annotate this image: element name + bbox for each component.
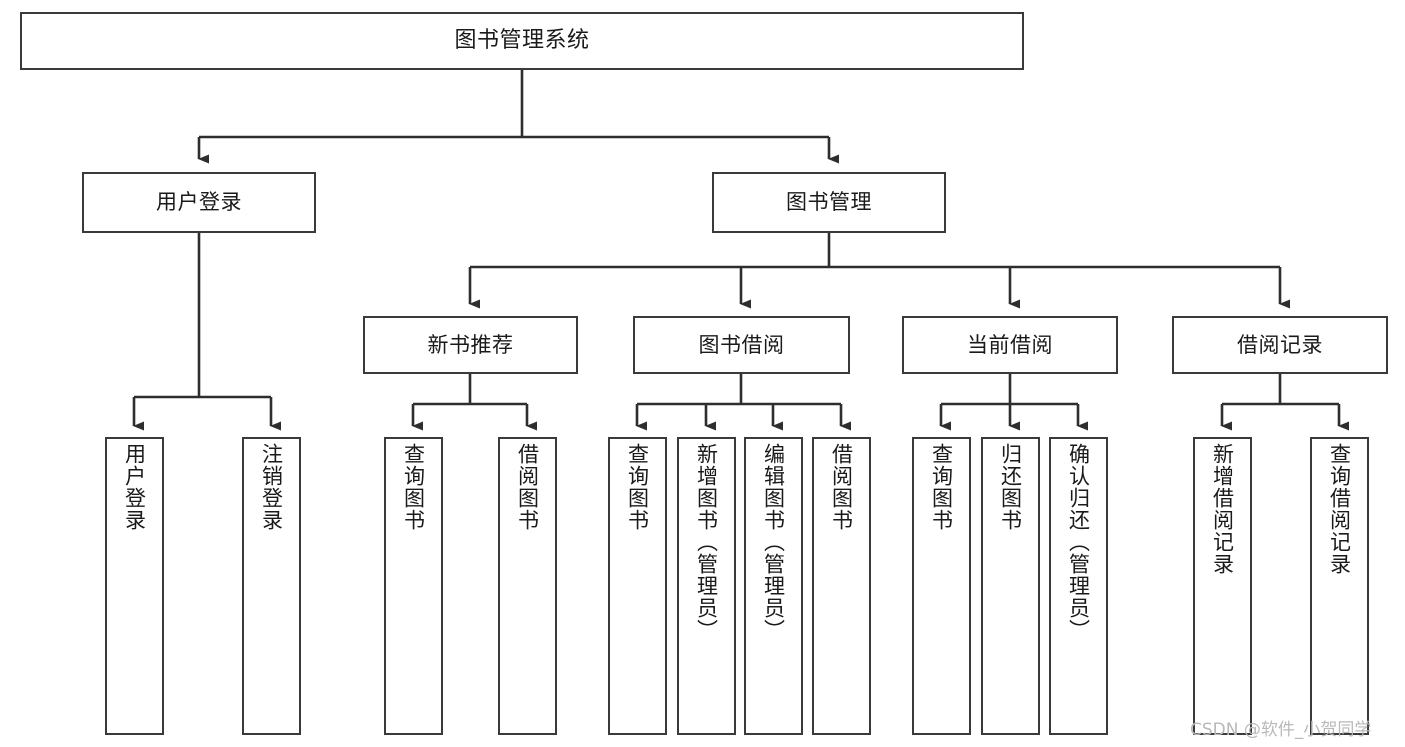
node-label: 归还图书 — [998, 443, 1023, 531]
watermark-text: CSDN @软件_小贺同学 — [1190, 720, 1372, 740]
node-label: 图书管理系统 — [454, 28, 590, 54]
node-leaf-borrow-book-recommend[interactable]: 借阅图书 — [498, 437, 557, 735]
node-label: 注销登录 — [259, 443, 284, 531]
node-root-book-management-system[interactable]: 图书管理系统 — [20, 12, 1024, 70]
node-label: 当前借阅 — [967, 332, 1053, 357]
node-label: 确认归还（管理员） — [1066, 443, 1091, 641]
node-leaf-add-borrow-record[interactable]: 新增借阅记录 — [1193, 437, 1252, 735]
node-label: 借阅记录 — [1237, 332, 1323, 357]
node-label: 图书管理 — [786, 190, 872, 215]
node-book-borrow[interactable]: 图书借阅 — [633, 316, 850, 374]
node-leaf-query-borrow-record[interactable]: 查询借阅记录 — [1310, 437, 1369, 735]
node-leaf-borrow-book[interactable]: 借阅图书 — [812, 437, 871, 735]
node-leaf-query-book-current[interactable]: 查询图书 — [912, 437, 971, 735]
node-leaf-logout[interactable]: 注销登录 — [242, 437, 301, 735]
node-label: 用户登录 — [122, 443, 147, 531]
node-leaf-confirm-return-admin[interactable]: 确认归还（管理员） — [1049, 437, 1108, 735]
node-label: 新增借阅记录 — [1210, 443, 1235, 575]
node-current-borrow[interactable]: 当前借阅 — [902, 316, 1118, 374]
node-leaf-add-book-admin[interactable]: 新增图书（管理员） — [677, 437, 736, 735]
node-label: 借阅图书 — [515, 443, 540, 531]
node-label: 编辑图书（管理员） — [761, 443, 786, 641]
node-label: 新增图书（管理员） — [694, 443, 719, 641]
node-label: 新书推荐 — [427, 332, 514, 357]
node-new-book-recommend[interactable]: 新书推荐 — [363, 316, 578, 374]
node-book-management[interactable]: 图书管理 — [712, 172, 946, 233]
node-label: 查询借阅记录 — [1327, 443, 1352, 575]
node-label: 查询图书 — [625, 443, 650, 531]
node-label: 查询图书 — [929, 443, 954, 531]
node-user-login[interactable]: 用户登录 — [82, 172, 316, 233]
node-leaf-query-book-borrow[interactable]: 查询图书 — [608, 437, 667, 735]
node-borrow-record[interactable]: 借阅记录 — [1172, 316, 1388, 374]
node-leaf-return-book[interactable]: 归还图书 — [981, 437, 1040, 735]
node-leaf-edit-book-admin[interactable]: 编辑图书（管理员） — [744, 437, 803, 735]
node-leaf-query-book-recommend[interactable]: 查询图书 — [384, 437, 443, 735]
node-label: 查询图书 — [401, 443, 426, 531]
node-label: 借阅图书 — [829, 443, 854, 531]
node-label: 用户登录 — [156, 190, 242, 215]
node-leaf-user-login[interactable]: 用户登录 — [105, 437, 164, 735]
node-label: 图书借阅 — [698, 332, 785, 357]
